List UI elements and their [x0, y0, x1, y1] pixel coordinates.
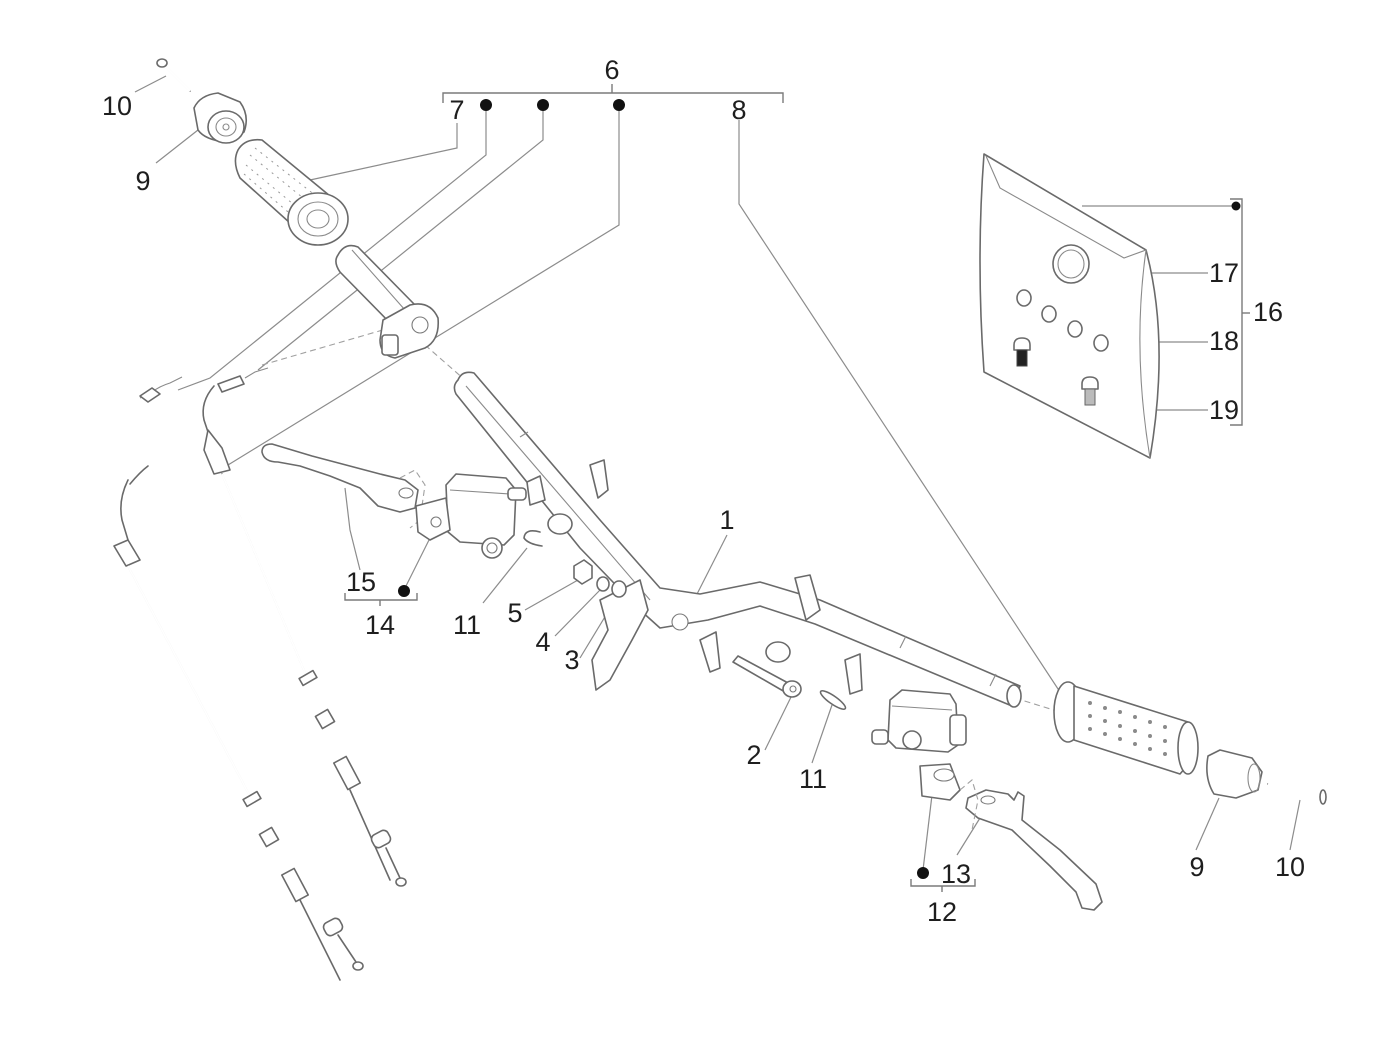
- nut-and-washers: [573, 559, 627, 598]
- callout-9-right: 9: [1189, 852, 1204, 882]
- spring-washer: [596, 576, 610, 592]
- callout-3: 3: [564, 645, 579, 675]
- repair-kit-bag: [979, 153, 1160, 459]
- callout-5: 5: [507, 598, 522, 628]
- right-grip: [1053, 681, 1199, 775]
- handlebar-tube: [453, 371, 1022, 708]
- group-14-dot: [398, 585, 410, 597]
- callout-14: 14: [365, 610, 395, 640]
- group-6-dot-2: [537, 99, 549, 111]
- assembly-axis-lines: [261, 324, 1061, 713]
- left-snap-ring: [523, 530, 543, 547]
- bleed-screw-1: [1013, 337, 1031, 367]
- callout-19: 19: [1209, 395, 1239, 425]
- group-14-bracket: [344, 585, 418, 606]
- callout-1: 1: [719, 505, 734, 535]
- bleed-screw-2: [1081, 376, 1099, 406]
- callout-9-left: 9: [135, 166, 150, 196]
- callout-17: 17: [1209, 258, 1239, 288]
- throttle-cable-right: [202, 367, 407, 887]
- right-snap-ring: [819, 689, 847, 711]
- throttle-cable-left: [113, 376, 364, 981]
- right-bar-end-weight: [1206, 749, 1263, 799]
- callout-6: 6: [604, 55, 619, 85]
- group-6-dot-1: [480, 99, 492, 111]
- right-brake-lever: [959, 779, 1103, 911]
- group-16-dot: [1231, 201, 1241, 211]
- callout-10-right: 10: [1275, 852, 1305, 882]
- left-brake-lever: [261, 443, 426, 529]
- callout-16: 16: [1253, 297, 1283, 327]
- left-bar-end-weight: [193, 92, 248, 144]
- callout-11-left: 11: [453, 610, 481, 640]
- group-6-dot-3: [613, 99, 625, 111]
- callout-4: 4: [535, 627, 550, 657]
- callout-10-left: 10: [102, 91, 132, 121]
- callout-15: 15: [346, 567, 376, 597]
- left-brake-master-cylinder: [415, 473, 527, 559]
- group-12-dot: [917, 867, 929, 879]
- group-12-bracket: [910, 867, 976, 892]
- leader-lines: [134, 75, 1301, 871]
- callout-2: 2: [746, 740, 761, 770]
- left-grip: [234, 138, 349, 246]
- callout-13: 13: [941, 859, 971, 889]
- callout-12: 12: [927, 897, 957, 927]
- washer: [611, 580, 627, 598]
- group-16-bracket: [1230, 198, 1250, 426]
- callout-8: 8: [731, 95, 746, 125]
- throttle-twist-grip: [335, 244, 440, 359]
- callout-labels: 6 7 8 10 9 17 16 18 19 1 15 14 11 5 4 3 …: [102, 55, 1305, 927]
- callout-18: 18: [1209, 326, 1239, 356]
- copper-washers: [1016, 289, 1109, 352]
- callout-7: 7: [449, 95, 464, 125]
- right-bar-end-screw: [1267, 782, 1327, 805]
- seal: [1052, 244, 1090, 284]
- group-6-bracket: [442, 84, 784, 111]
- right-brake-master-cylinder: [871, 689, 967, 801]
- bolt: [732, 655, 802, 698]
- callout-11-right: 11: [799, 764, 827, 794]
- nut: [573, 559, 593, 585]
- left-bar-end-screw: [156, 58, 191, 92]
